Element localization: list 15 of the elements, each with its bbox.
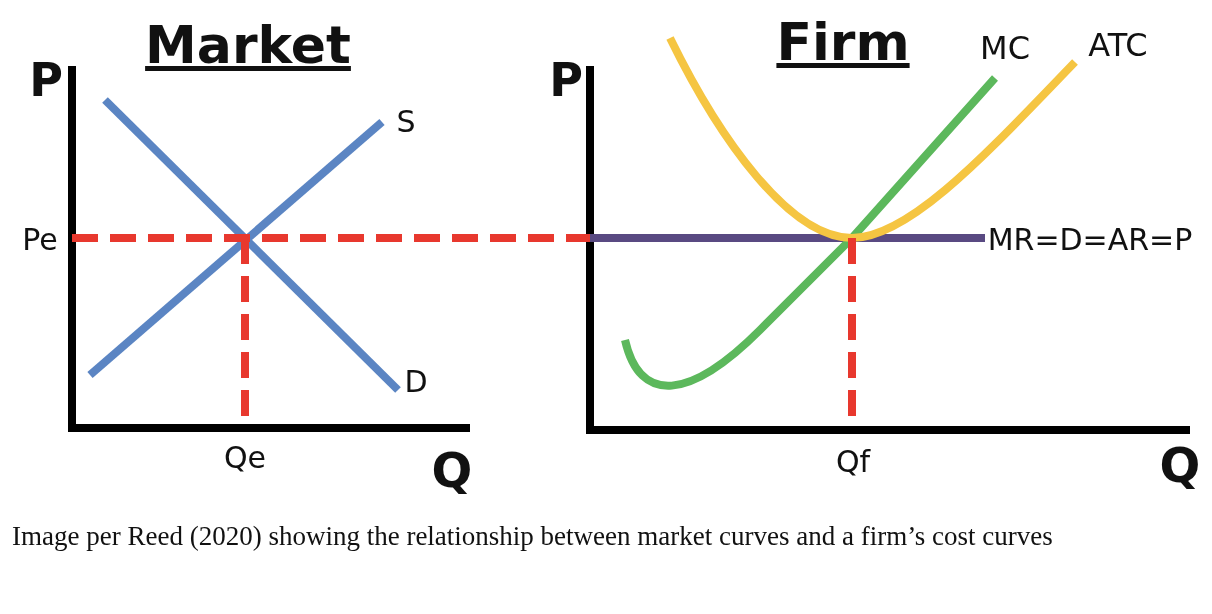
curve-label: S [396,107,416,137]
curve-label: MR=D=AR=P [987,225,1193,255]
panel-title: Market [145,19,351,71]
axis-label: P [29,57,63,103]
curve-label: D [404,367,428,397]
curve-label: MC [980,32,1030,64]
axis-label: Q [431,446,473,494]
axis-label: P [549,57,583,103]
curve-label: ATC [1088,29,1148,61]
axis-label: Pe [22,225,58,255]
panel-title: Firm [776,16,910,68]
caption: Image per Reed (2020) showing the relationship between market curves and a firm’s cost curves [12,520,1054,553]
axis-label: Q [1159,441,1201,489]
axis-label: Qf [835,447,871,477]
axis-label: Qe [223,443,267,473]
